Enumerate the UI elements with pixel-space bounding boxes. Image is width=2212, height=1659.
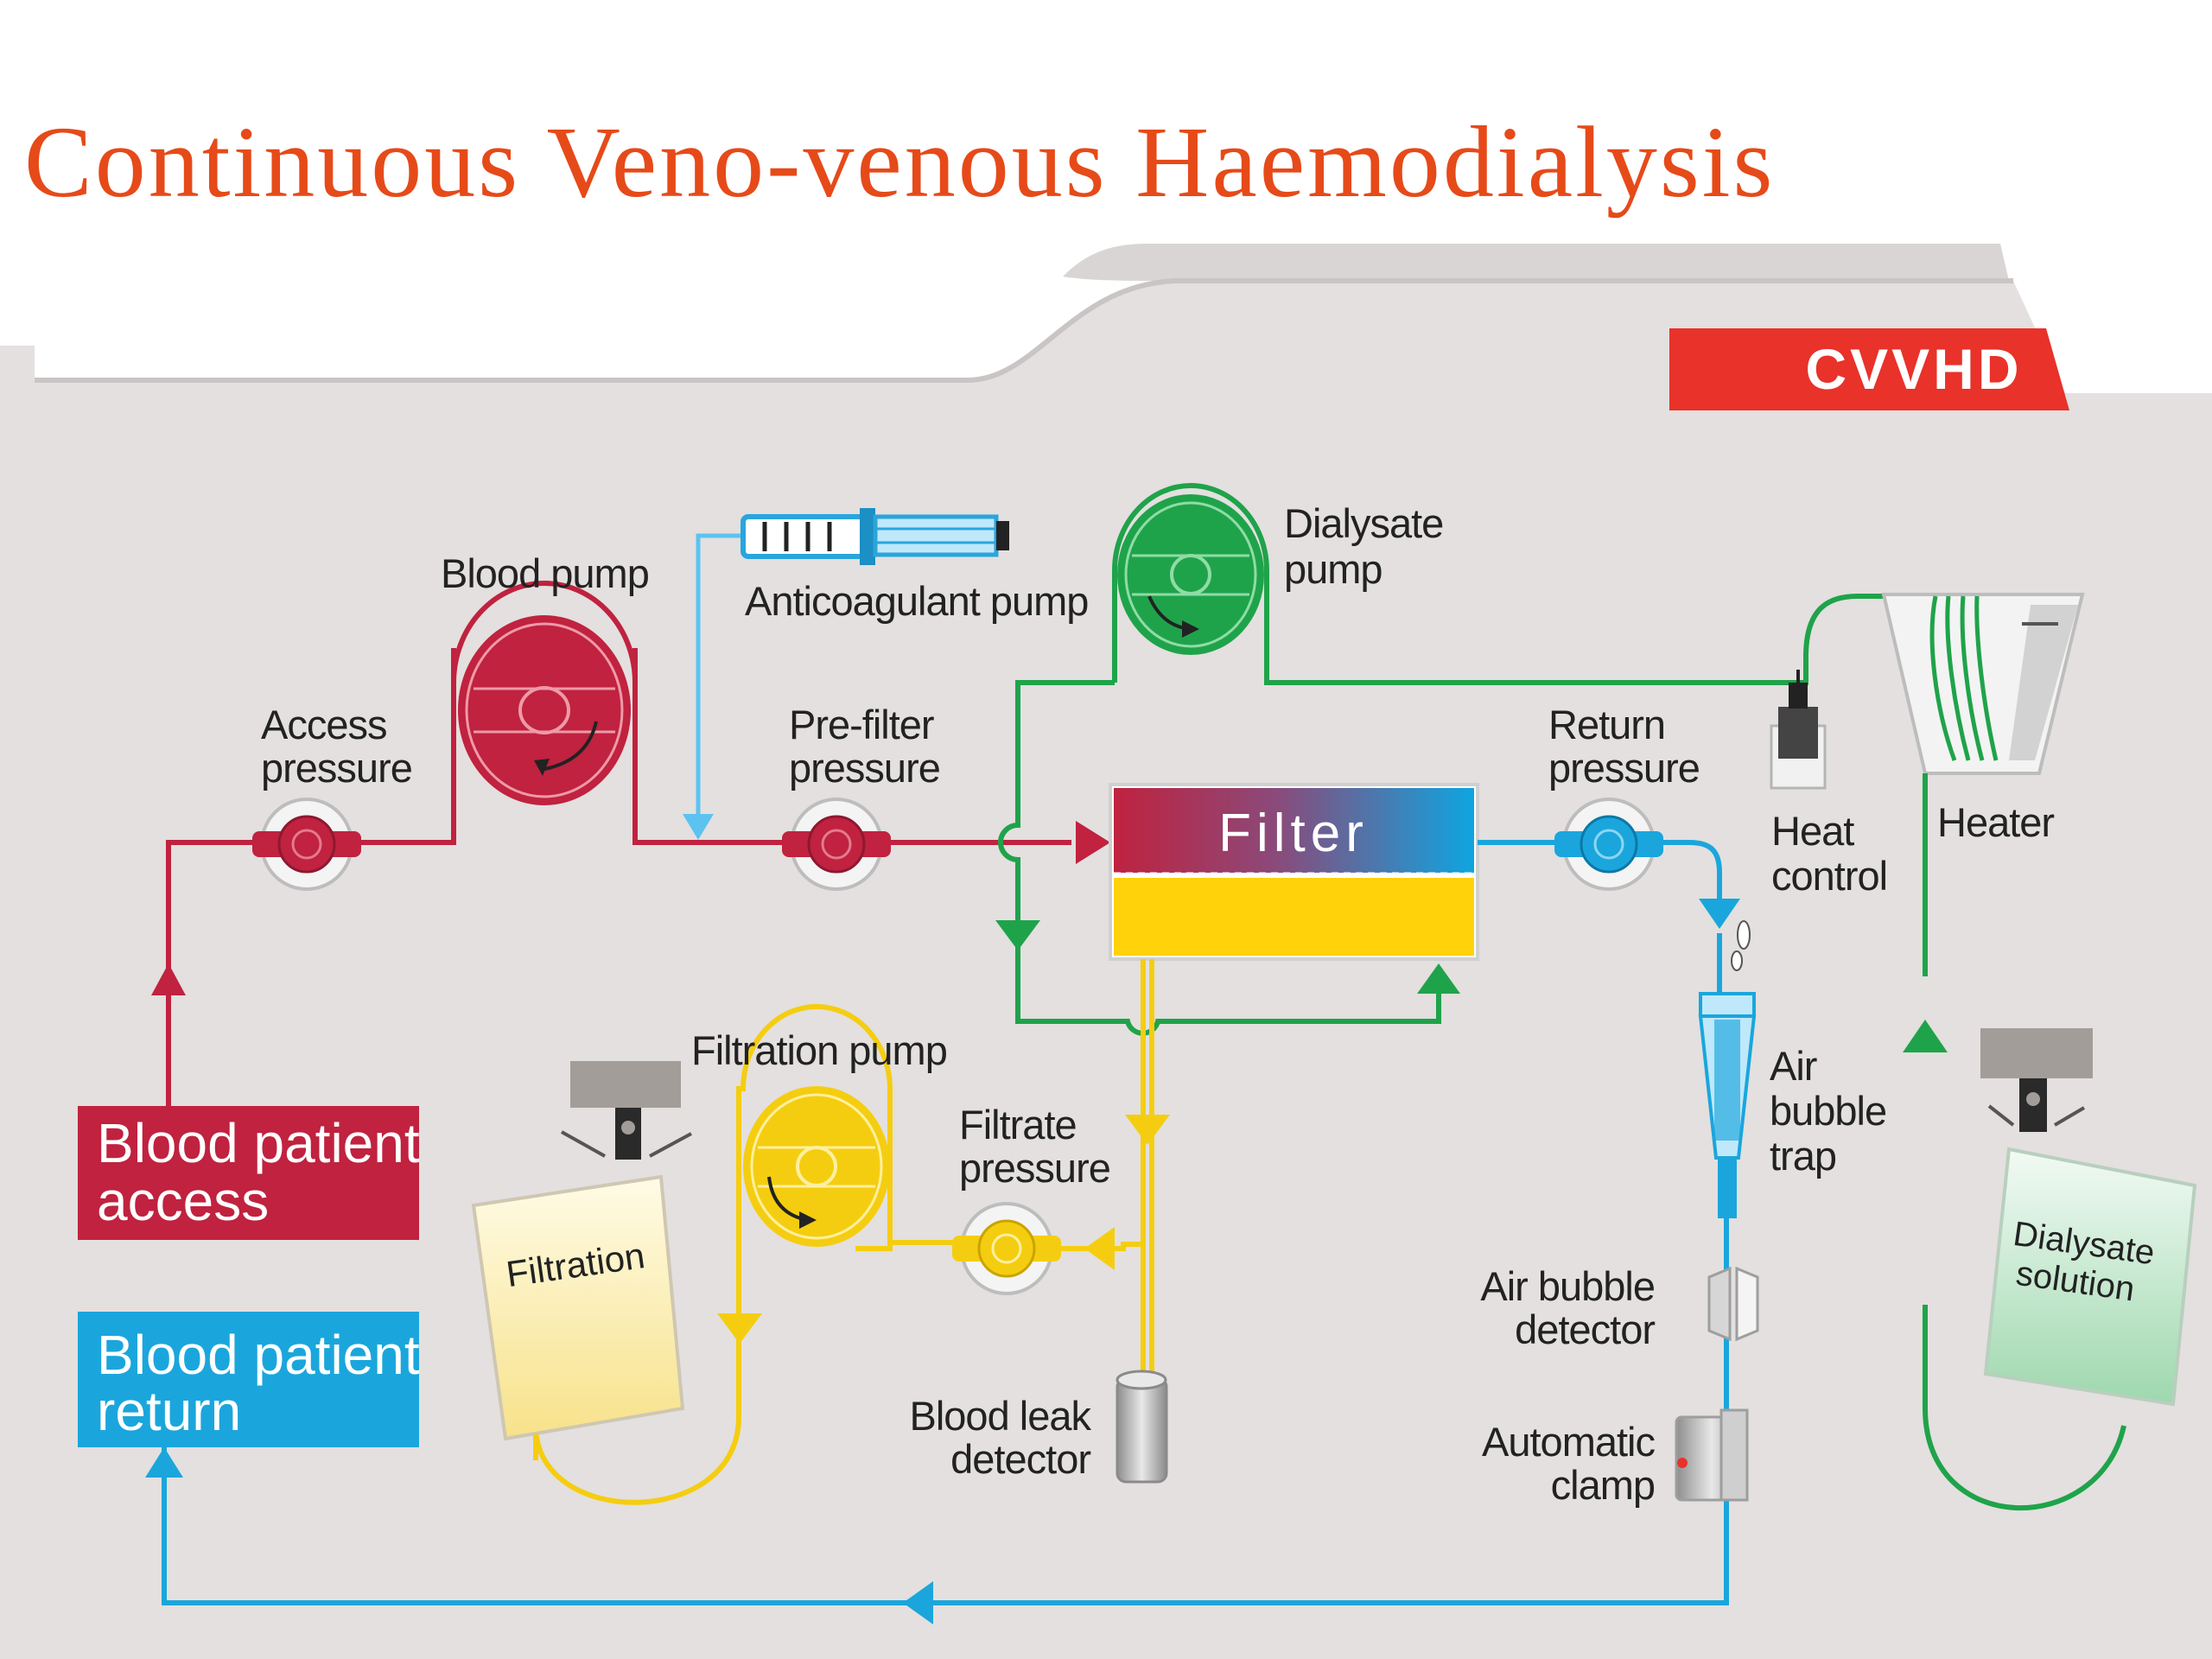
heat-control-label-2: control: [1771, 853, 1887, 899]
dialysate-pump-label-1: Dialysate: [1284, 500, 1443, 546]
dialysate-solution-bag[interactable]: Dialysate solution: [1980, 1028, 2197, 1407]
return-left-arrow: [903, 1581, 933, 1624]
air-bubble-trap[interactable]: [1698, 920, 1757, 1218]
clamp-label-1: Automatic: [1482, 1419, 1655, 1465]
return-box-line-1: Blood patient: [97, 1324, 420, 1386]
return-line: [162, 840, 1729, 1605]
air-trap-label-3: trap: [1770, 1133, 1836, 1179]
tab-highlight: [1063, 244, 2009, 281]
blood-pump[interactable]: [451, 581, 638, 805]
heater-label: Heater: [1937, 799, 2054, 845]
clamp-label-2: clamp: [1551, 1462, 1655, 1508]
dialysate-up-arrow: [1903, 1020, 1948, 1052]
return-pressure-label-2: pressure: [1548, 745, 1700, 791]
access-pressure-gauge[interactable]: [252, 798, 361, 891]
filtrate-left-arrow: [1084, 1227, 1115, 1270]
access-box-line-2: access: [97, 1170, 269, 1232]
anticoagulant-pump-label: Anticoagulant pump: [745, 578, 1088, 624]
prefilter-pressure-label-1: Pre-filter: [789, 702, 934, 747]
cvvhd-badge: CVVHD: [1669, 328, 2069, 410]
air-bubble-detector[interactable]: [1707, 1266, 1759, 1342]
filtration-bag[interactable]: Filtration: [471, 1061, 692, 1460]
filtration-pump-label: Filtration pump: [691, 1027, 947, 1073]
blood-patient-access-box[interactable]: Blood patient access: [78, 1106, 420, 1240]
air-detector-label-2: detector: [1515, 1306, 1655, 1352]
return-pressure-label-1: Return: [1548, 702, 1665, 747]
blood-leak-label-2: detector: [950, 1436, 1090, 1482]
prefilter-pressure-gauge[interactable]: [782, 798, 891, 891]
blood-patient-return-box[interactable]: Blood patient return: [78, 1312, 420, 1447]
return-up-arrow: [145, 1447, 183, 1478]
filtrate-pressure-label-1: Filtrate: [959, 1102, 1077, 1147]
automatic-clamp[interactable]: [1675, 1408, 1749, 1502]
air-trap-label-2: bubble: [1770, 1088, 1886, 1134]
return-pressure-gauge[interactable]: [1554, 798, 1663, 891]
heat-control[interactable]: [1770, 670, 1827, 790]
anticoagulant-arrow: [683, 814, 714, 840]
filter-inlet-arrow: [1076, 821, 1110, 864]
dialysate-down-arrow: [995, 920, 1040, 950]
dialysate-pump-label-2: pump: [1284, 546, 1382, 592]
background-panel: [0, 281, 2212, 1659]
blood-leak-label-1: Blood leak: [910, 1393, 1092, 1439]
access-pressure-label-2: pressure: [261, 745, 412, 791]
filtrate-pump-out-arrow: [717, 1313, 762, 1344]
badge-text: CVVHD: [1805, 337, 2022, 401]
page-title: Continuous Veno-venous Haemodialysis: [24, 105, 1776, 219]
tab-edge: [35, 278, 2013, 383]
filtrate-pressure-gauge[interactable]: [952, 1202, 1061, 1295]
air-detector-label-1: Air bubble: [1480, 1263, 1655, 1309]
blood-pump-label: Blood pump: [441, 550, 649, 596]
access-box-line-1: Blood patient: [97, 1112, 420, 1174]
return-box-line-2: return: [97, 1380, 241, 1442]
anticoagulant-pump[interactable]: [741, 508, 1009, 565]
filtrate-pressure-label-2: pressure: [959, 1145, 1110, 1191]
access-pressure-label-1: Access: [261, 702, 387, 747]
dialysate-pump[interactable]: [1112, 483, 1269, 683]
heater[interactable]: [1881, 593, 2085, 976]
access-up-arrow: [151, 963, 186, 995]
anticoagulant-line: [696, 533, 752, 817]
air-trap-label-1: Air: [1770, 1043, 1817, 1089]
filtration-pump[interactable]: [743, 1086, 890, 1247]
filtrate-line: [533, 959, 1154, 1505]
filter-label: Filter: [1218, 804, 1369, 863]
prefilter-pressure-label-2: pressure: [789, 745, 940, 791]
dialysate-filter-arrow: [1417, 963, 1460, 994]
heat-control-label-1: Heat: [1771, 808, 1854, 854]
filter[interactable]: Filter: [1109, 783, 1479, 961]
blood-leak-detector[interactable]: [1116, 1370, 1168, 1484]
filtrate-down-arrow: [1125, 1115, 1170, 1145]
return-down-arrow: [1699, 899, 1740, 929]
